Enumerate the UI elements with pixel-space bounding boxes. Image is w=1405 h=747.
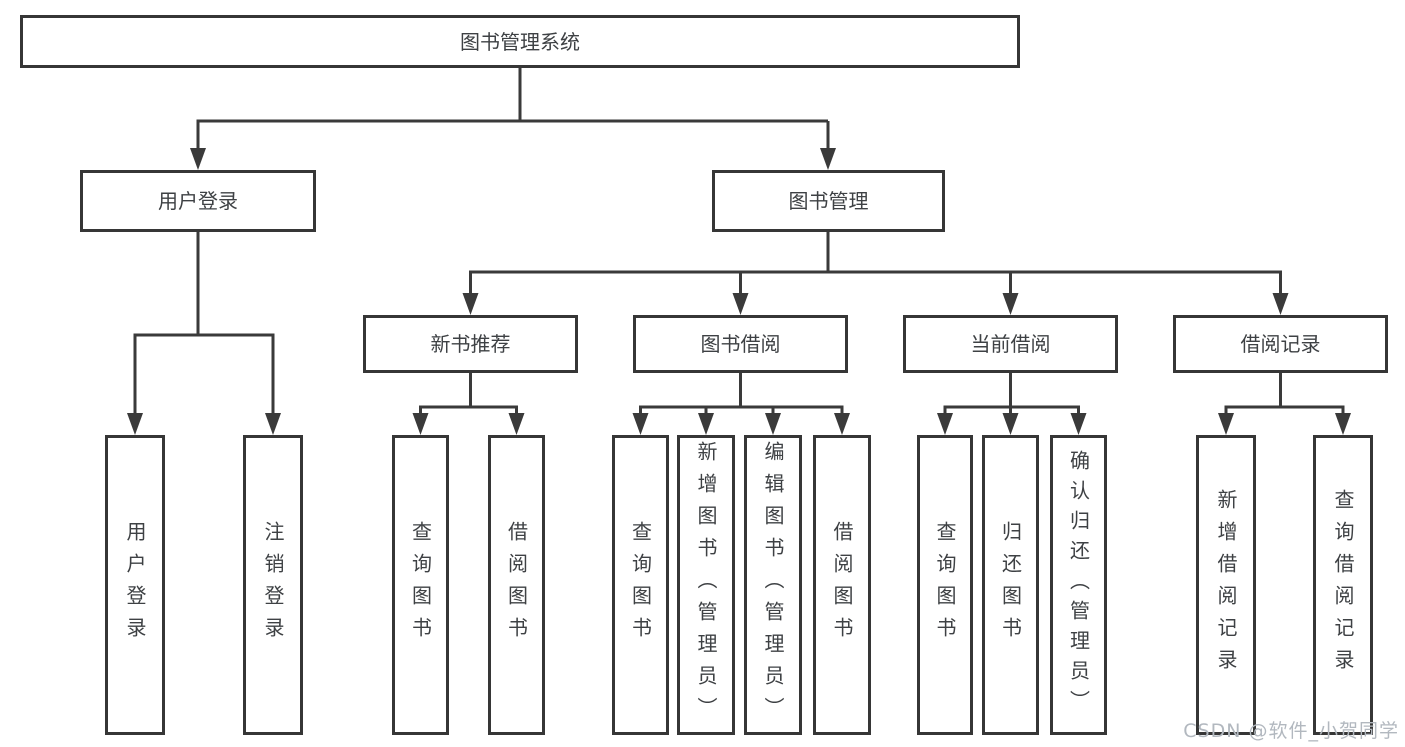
- csdn-watermark: CSDN @软件_小贺同学: [1183, 720, 1399, 742]
- node-borrow-records-label: 借阅记录: [1240, 332, 1321, 356]
- leaf-borrow-query-books-label: 查询图书: [628, 521, 653, 649]
- node-root: 图书管理系统: [20, 15, 1020, 68]
- node-book-borrow: 图书借阅: [633, 315, 848, 373]
- node-book-management-label: 图书管理: [788, 189, 869, 213]
- leaf-add-borrow-record: 新增借阅记录: [1196, 435, 1256, 735]
- arrowheads-current-borrow-children: [937, 413, 1087, 435]
- node-book-borrow-label: 图书借阅: [700, 332, 781, 356]
- node-root-label: 图书管理系统: [460, 29, 580, 54]
- arrowheads-book-borrow-children: [632, 413, 850, 435]
- connector-root-to-level1: [196, 68, 830, 150]
- leaf-edit-book-admin: 编辑图书（管理员）: [744, 435, 802, 735]
- leaf-return-book-label: 归还图书: [998, 521, 1023, 649]
- node-new-book-recommend: 新书推荐: [363, 315, 578, 373]
- connector-book-management-children: [469, 232, 1282, 296]
- leaf-confirm-return-admin: 确认归还（管理员）: [1050, 435, 1107, 735]
- connector-borrow-records-children: [1224, 373, 1345, 417]
- leaf-return-book: 归还图书: [982, 435, 1039, 735]
- leaf-new-book-borrow: 借阅图书: [488, 435, 545, 735]
- arrowheads-user-login-children: [127, 413, 281, 435]
- leaf-logout-label: 注销登录: [261, 521, 285, 649]
- arrowheads-borrow-records-children: [1218, 413, 1351, 435]
- connector-new-book-children: [419, 373, 518, 417]
- leaf-borrow-book: 借阅图书: [813, 435, 871, 735]
- node-user-login: 用户登录: [80, 170, 316, 232]
- leaf-user-login: 用户登录: [105, 435, 165, 735]
- node-borrow-records: 借阅记录: [1173, 315, 1388, 373]
- connector-current-borrow-children: [943, 373, 1080, 417]
- leaf-new-book-query: 查询图书: [392, 435, 449, 735]
- node-user-login-label: 用户登录: [158, 189, 238, 213]
- node-new-book-recommend-label: 新书推荐: [430, 332, 511, 356]
- leaf-new-book-borrow-label: 借阅图书: [504, 521, 529, 649]
- leaf-add-book-admin: 新增图书（管理员）: [677, 435, 735, 735]
- arrowheads-level2: [462, 293, 1289, 315]
- leaf-confirm-return-admin-label: 确认归还（管理员）: [1066, 450, 1091, 720]
- leaf-query-borrow-record-label: 查询借阅记录: [1331, 489, 1355, 681]
- arrowheads-level1: [190, 148, 836, 170]
- arrowheads-new-book-children: [412, 413, 525, 435]
- connector-user-login-children: [133, 232, 275, 416]
- leaf-current-query-books: 查询图书: [917, 435, 973, 735]
- node-current-borrow-label: 当前借阅: [970, 332, 1051, 356]
- leaf-current-query-books-label: 查询图书: [933, 521, 957, 649]
- leaf-borrow-book-label: 借阅图书: [830, 521, 854, 649]
- connector-book-borrow-children: [639, 373, 844, 417]
- leaf-query-borrow-record: 查询借阅记录: [1313, 435, 1373, 735]
- leaf-add-book-admin-label: 新增图书（管理员）: [694, 441, 718, 729]
- leaf-edit-book-admin-label: 编辑图书（管理员）: [761, 441, 785, 729]
- leaf-user-login-label: 用户登录: [123, 521, 147, 649]
- node-current-borrow: 当前借阅: [903, 315, 1118, 373]
- leaf-add-borrow-record-label: 新增借阅记录: [1214, 489, 1238, 681]
- leaf-new-book-query-label: 查询图书: [408, 521, 433, 649]
- leaf-borrow-query-books: 查询图书: [612, 435, 669, 735]
- node-book-management: 图书管理: [712, 170, 945, 232]
- leaf-logout: 注销登录: [243, 435, 303, 735]
